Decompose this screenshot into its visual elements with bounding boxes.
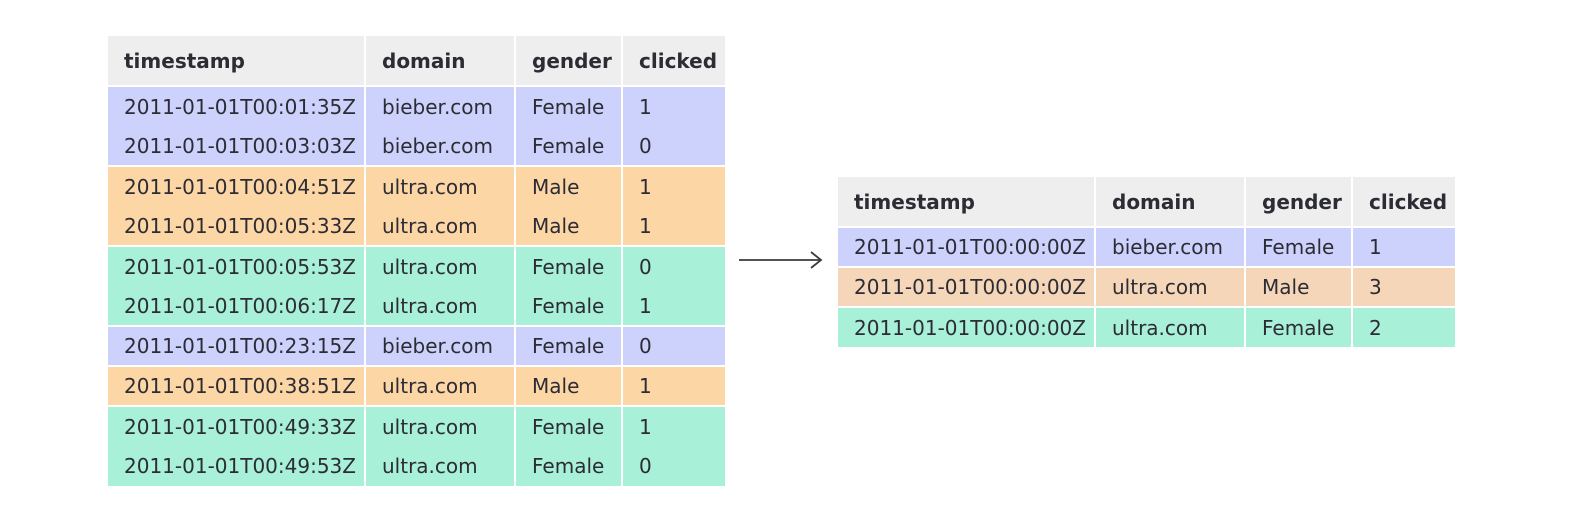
result-cell-domain: bieber.com: [1095, 227, 1246, 268]
source-cell-timestamp: 2011-01-01T00:38:51Z: [108, 366, 366, 407]
result-cell-gender: Male: [1245, 267, 1353, 308]
source-cell-timestamp: 2011-01-01T00:05:33Z: [108, 206, 366, 247]
result-col-gender: gender: [1245, 177, 1353, 228]
source-cell-clicked: 1: [622, 166, 725, 206]
result-col-domain: domain: [1095, 177, 1246, 228]
source-table: timestamp domain gender clicked 2011-01-…: [108, 36, 725, 486]
source-cell-gender: Female: [515, 326, 623, 367]
source-cell-gender: Female: [515, 86, 623, 126]
source-cell-gender: Male: [515, 366, 623, 407]
source-cell-gender: Female: [515, 446, 623, 486]
source-cell-domain: ultra.com: [365, 246, 516, 286]
result-cell-clicked: 2: [1352, 307, 1455, 347]
source-cell-domain: ultra.com: [365, 206, 516, 247]
source-col-clicked: clicked: [622, 36, 725, 87]
source-cell-domain: bieber.com: [365, 326, 516, 367]
source-cell-clicked: 1: [622, 366, 725, 407]
source-col-gender: gender: [515, 36, 623, 87]
source-cell-timestamp: 2011-01-01T00:49:53Z: [108, 446, 366, 486]
source-cell-gender: Female: [515, 246, 623, 286]
source-cell-domain: bieber.com: [365, 86, 516, 126]
source-cell-timestamp: 2011-01-01T00:23:15Z: [108, 326, 366, 367]
source-cell-timestamp: 2011-01-01T00:03:03Z: [108, 126, 366, 167]
source-cell-clicked: 1: [622, 286, 725, 327]
source-cell-domain: ultra.com: [365, 166, 516, 206]
result-cell-clicked: 1: [1352, 227, 1455, 268]
source-cell-domain: ultra.com: [365, 366, 516, 407]
source-cell-timestamp: 2011-01-01T00:01:35Z: [108, 86, 366, 126]
result-cell-timestamp: 2011-01-01T00:00:00Z: [838, 307, 1096, 347]
source-cell-clicked: 0: [622, 446, 725, 486]
source-cell-clicked: 0: [622, 326, 725, 367]
source-cell-gender: Female: [515, 286, 623, 327]
result-cell-timestamp: 2011-01-01T00:00:00Z: [838, 267, 1096, 308]
result-cell-gender: Female: [1245, 307, 1353, 347]
result-cell-domain: ultra.com: [1095, 267, 1246, 308]
result-col-clicked: clicked: [1352, 177, 1455, 228]
source-cell-timestamp: 2011-01-01T00:49:33Z: [108, 406, 366, 446]
source-cell-domain: ultra.com: [365, 286, 516, 327]
result-col-timestamp: timestamp: [838, 177, 1096, 228]
result-cell-timestamp: 2011-01-01T00:00:00Z: [838, 227, 1096, 268]
source-cell-domain: ultra.com: [365, 446, 516, 486]
result-cell-gender: Female: [1245, 227, 1353, 268]
right-arrow-icon: [739, 251, 823, 269]
source-col-timestamp: timestamp: [108, 36, 366, 87]
source-header-row: timestamp domain gender clicked: [108, 36, 725, 87]
source-cell-timestamp: 2011-01-01T00:05:53Z: [108, 246, 366, 286]
result-table: timestamp domain gender clicked 2011-01-…: [838, 177, 1455, 347]
source-cell-timestamp: 2011-01-01T00:04:51Z: [108, 166, 366, 206]
source-cell-clicked: 0: [622, 126, 725, 167]
source-cell-gender: Male: [515, 166, 623, 206]
result-cell-domain: ultra.com: [1095, 307, 1246, 347]
result-header-row: timestamp domain gender clicked: [838, 177, 1455, 228]
source-cell-clicked: 1: [622, 86, 725, 126]
source-cell-clicked: 0: [622, 246, 725, 286]
source-col-domain: domain: [365, 36, 516, 87]
source-cell-gender: Female: [515, 406, 623, 446]
source-cell-clicked: 1: [622, 406, 725, 446]
source-cell-gender: Female: [515, 126, 623, 167]
source-cell-domain: bieber.com: [365, 126, 516, 167]
source-cell-gender: Male: [515, 206, 623, 247]
source-cell-timestamp: 2011-01-01T00:06:17Z: [108, 286, 366, 327]
source-cell-clicked: 1: [622, 206, 725, 247]
source-cell-domain: ultra.com: [365, 406, 516, 446]
result-cell-clicked: 3: [1352, 267, 1455, 308]
